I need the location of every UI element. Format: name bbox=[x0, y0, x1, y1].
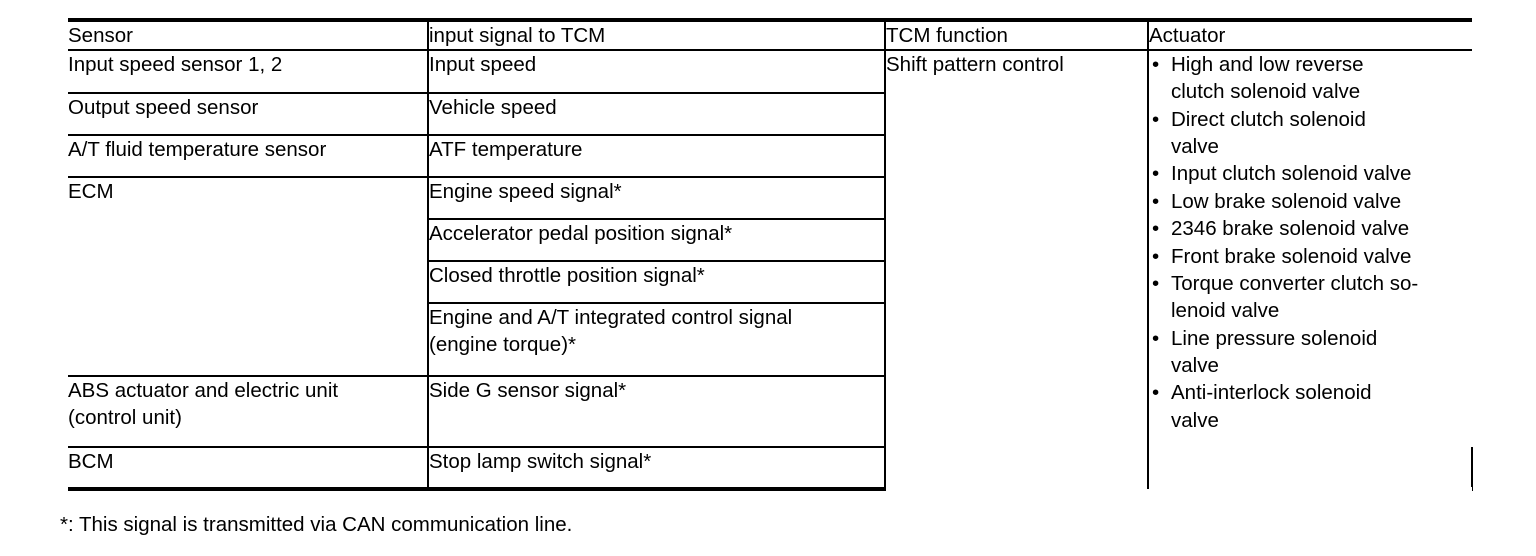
actuator-list-cell: • High and low reverse clutch solenoid v… bbox=[1148, 50, 1472, 489]
table-row: Accelerator pedal position signal* bbox=[68, 219, 1472, 263]
table-row: Engine and A/T integrated control signal… bbox=[68, 303, 1472, 378]
sensor-output-speed-sensor: Output speed sensor bbox=[68, 93, 429, 137]
list-item: • Torque converter clutch so- lenoid val… bbox=[1149, 270, 1472, 325]
column-header-tcm-function: TCM function bbox=[885, 17, 1149, 52]
actuator-label: Anti-interlock solenoid valve bbox=[1171, 381, 1372, 432]
list-item: • Front brake solenoid valve bbox=[1149, 243, 1472, 270]
table-row: Output speed sensor Vehicle speed bbox=[68, 93, 1472, 137]
tcm-function-shift-pattern-control: Shift pattern control bbox=[885, 50, 1149, 490]
bullet-icon: • bbox=[1152, 326, 1160, 350]
column-header-actuator: Actuator bbox=[1148, 17, 1472, 52]
column-header-input-signal: input signal to TCM bbox=[428, 17, 886, 52]
bullet-icon: • bbox=[1152, 189, 1160, 213]
table-row: ECM Engine speed signal* bbox=[68, 177, 1472, 378]
list-item: • Low brake solenoid valve bbox=[1149, 188, 1472, 215]
bullet-icon: • bbox=[1152, 217, 1160, 241]
signal-engine-at-integrated-control: Engine and A/T integrated control signal… bbox=[428, 303, 886, 378]
sensor-input-speed-sensor: Input speed sensor 1, 2 bbox=[68, 50, 429, 95]
signal-side-g-sensor: Side G sensor signal* bbox=[428, 376, 886, 449]
table-row: Closed throttle position signal* bbox=[68, 261, 1472, 305]
actuator-label: Direct clutch solenoid valve bbox=[1171, 107, 1366, 159]
list-item: • Line pressure solenoid valve bbox=[1149, 325, 1472, 380]
list-item: • Input clutch solenoid valve bbox=[1149, 160, 1472, 187]
table-header-row: Sensor input signal to TCM TCM function … bbox=[68, 17, 1472, 52]
signal-input-speed: Input speed bbox=[428, 50, 886, 95]
actuator-label: Line pressure solenoid valve bbox=[1171, 326, 1378, 377]
bullet-icon: • bbox=[1152, 381, 1160, 405]
bullet-icon: • bbox=[1152, 53, 1160, 77]
column-header-sensor: Sensor bbox=[68, 17, 429, 52]
table-row: BCM Stop lamp switch signal* bbox=[68, 447, 1472, 492]
actuator-list: • High and low reverse clutch solenoid v… bbox=[1149, 51, 1472, 434]
signal-closed-throttle-position: Closed throttle position signal* bbox=[428, 261, 886, 305]
actuator-label: 2346 brake solenoid valve bbox=[1171, 217, 1410, 241]
bullet-icon: • bbox=[1152, 107, 1160, 131]
sensor-abs-actuator-electric-unit: ABS actuator and electric unit (control … bbox=[68, 376, 429, 449]
actuator-label: Input clutch solenoid valve bbox=[1171, 162, 1412, 186]
signal-stop-lamp-switch: Stop lamp switch signal* bbox=[428, 447, 886, 492]
bullet-icon: • bbox=[1152, 271, 1160, 295]
list-item: • Anti-interlock solenoid valve bbox=[1149, 379, 1472, 434]
actuator-label: Front brake solenoid valve bbox=[1171, 244, 1412, 268]
sensor-at-fluid-temperature-sensor: A/T fluid temperature sensor bbox=[68, 135, 429, 179]
list-item: • High and low reverse clutch solenoid v… bbox=[1149, 51, 1472, 106]
table-row: Input speed sensor 1, 2 Input speed Shif… bbox=[68, 50, 1472, 490]
sensor-ecm: ECM bbox=[68, 177, 429, 378]
table-row: A/T fluid temperature sensor ATF tempera… bbox=[68, 135, 1472, 179]
signal-atf-temperature: ATF temperature bbox=[428, 135, 886, 179]
list-item: • 2346 brake solenoid valve bbox=[1149, 215, 1472, 242]
signal-engine-speed: Engine speed signal* bbox=[428, 177, 886, 221]
bullet-icon: • bbox=[1152, 244, 1160, 268]
tcm-control-table: Sensor input signal to TCM TCM function … bbox=[68, 17, 1472, 492]
signal-accelerator-pedal-position: Accelerator pedal position signal* bbox=[428, 219, 886, 263]
actuator-label: High and low reverse clutch solenoid val… bbox=[1171, 53, 1364, 104]
sensor-bcm: BCM bbox=[68, 447, 429, 492]
table-row: ABS actuator and electric unit (control … bbox=[68, 376, 1472, 449]
bullet-icon: • bbox=[1152, 162, 1160, 186]
actuator-label: Torque converter clutch so- lenoid valve bbox=[1171, 271, 1419, 323]
list-item: • Direct clutch solenoid valve bbox=[1149, 106, 1472, 161]
actuator-label: Low brake solenoid valve bbox=[1171, 189, 1402, 213]
signal-vehicle-speed: Vehicle speed bbox=[428, 93, 886, 137]
footnote-can-communication: *: This signal is transmitted via CAN co… bbox=[60, 513, 573, 536]
